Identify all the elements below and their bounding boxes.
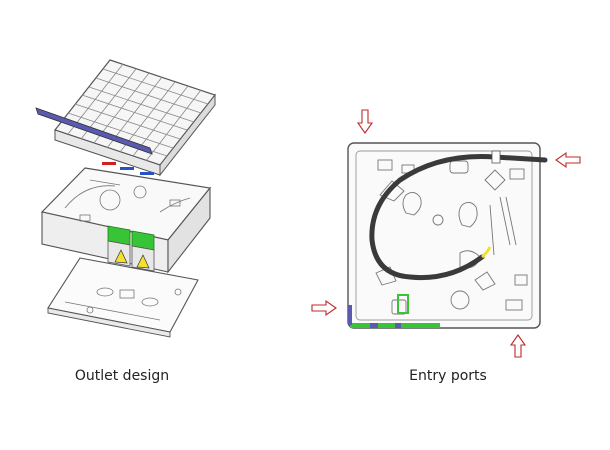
outlet-base <box>40 167 212 274</box>
outlet-drawing <box>35 59 216 338</box>
red-marker <box>102 162 116 165</box>
caption-entry-ports: Entry ports <box>409 368 487 384</box>
entry-ports-drawing <box>311 109 581 358</box>
blue-marker <box>140 172 154 175</box>
caption-outlet-design: Outlet design <box>74 368 170 384</box>
mounting-plate <box>47 257 199 338</box>
laser-warning-triangle-icon <box>136 254 150 269</box>
red-outline-arrow-icon <box>311 299 337 317</box>
entry-ports-view <box>310 105 590 360</box>
cable-clip <box>491 150 501 164</box>
blue-marker <box>120 167 134 170</box>
blue-side-strip <box>348 305 352 325</box>
label-strip <box>35 107 153 155</box>
fiber-cable <box>369 154 548 281</box>
red-outline-arrow-icon <box>509 334 527 358</box>
green-port-clip <box>397 294 409 314</box>
red-outline-arrow-icon <box>555 151 581 169</box>
base-box-front <box>347 142 541 329</box>
laser-warning-triangle-icon <box>114 249 128 264</box>
outlet-exploded-view <box>20 40 270 340</box>
red-outline-arrow-icon <box>356 109 374 134</box>
fiber-end-yellow <box>481 246 492 259</box>
outlet-lid <box>35 59 216 177</box>
